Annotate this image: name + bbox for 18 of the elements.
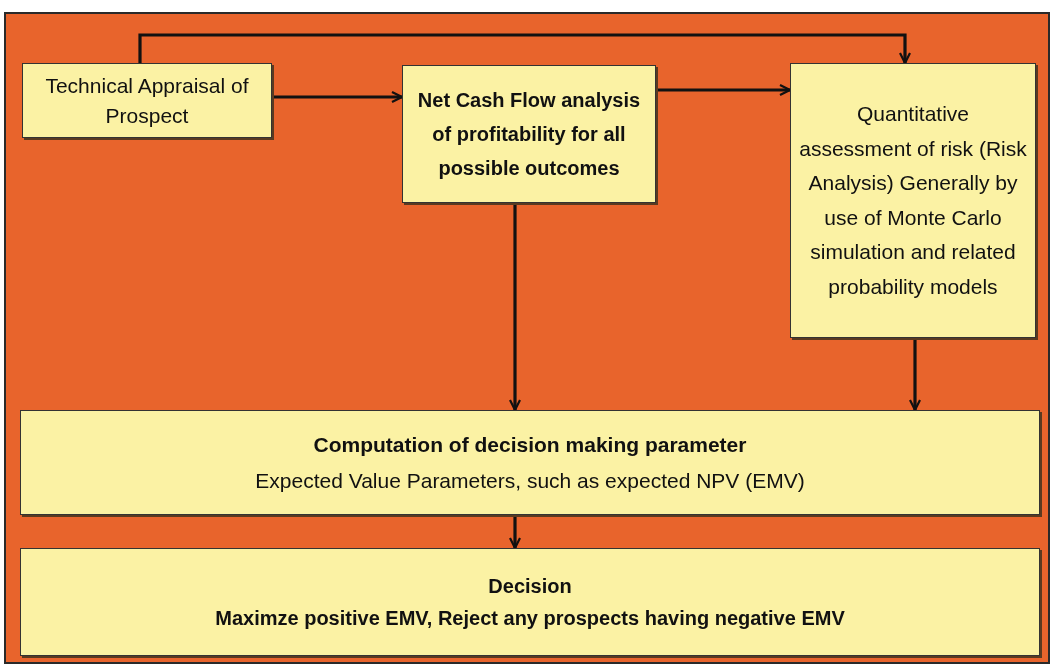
arrow <box>272 90 404 104</box>
box-text: Quantitative assessment of risk (Risk Analysis) Generally by use of Monte Carlo simulation and related probability models <box>799 101 1027 300</box>
box-text: Expected Value Parameters, such as expected NPV (EMV) <box>255 467 805 494</box>
box-text: Maximze positive EMV, Reject any prospects having negative EMV <box>215 606 845 631</box>
arrow <box>656 83 792 97</box>
box-heading: Computation of decision making parameter <box>313 431 747 458</box>
process-box <box>402 65 656 203</box>
process-box <box>790 63 1036 338</box>
process-box <box>22 63 272 138</box>
box-heading: Decision <box>488 574 572 599</box>
arrow <box>138 33 912 65</box>
box-text: Technical Appraisal of Prospect <box>44 72 250 129</box>
arrow <box>508 515 522 550</box>
box-text: Net Cash Flow analysis of profitability for all possible outcomes <box>416 88 642 181</box>
process-box <box>20 410 1040 515</box>
process-box <box>20 548 1040 656</box>
arrow <box>508 203 522 412</box>
arrow <box>908 338 922 412</box>
